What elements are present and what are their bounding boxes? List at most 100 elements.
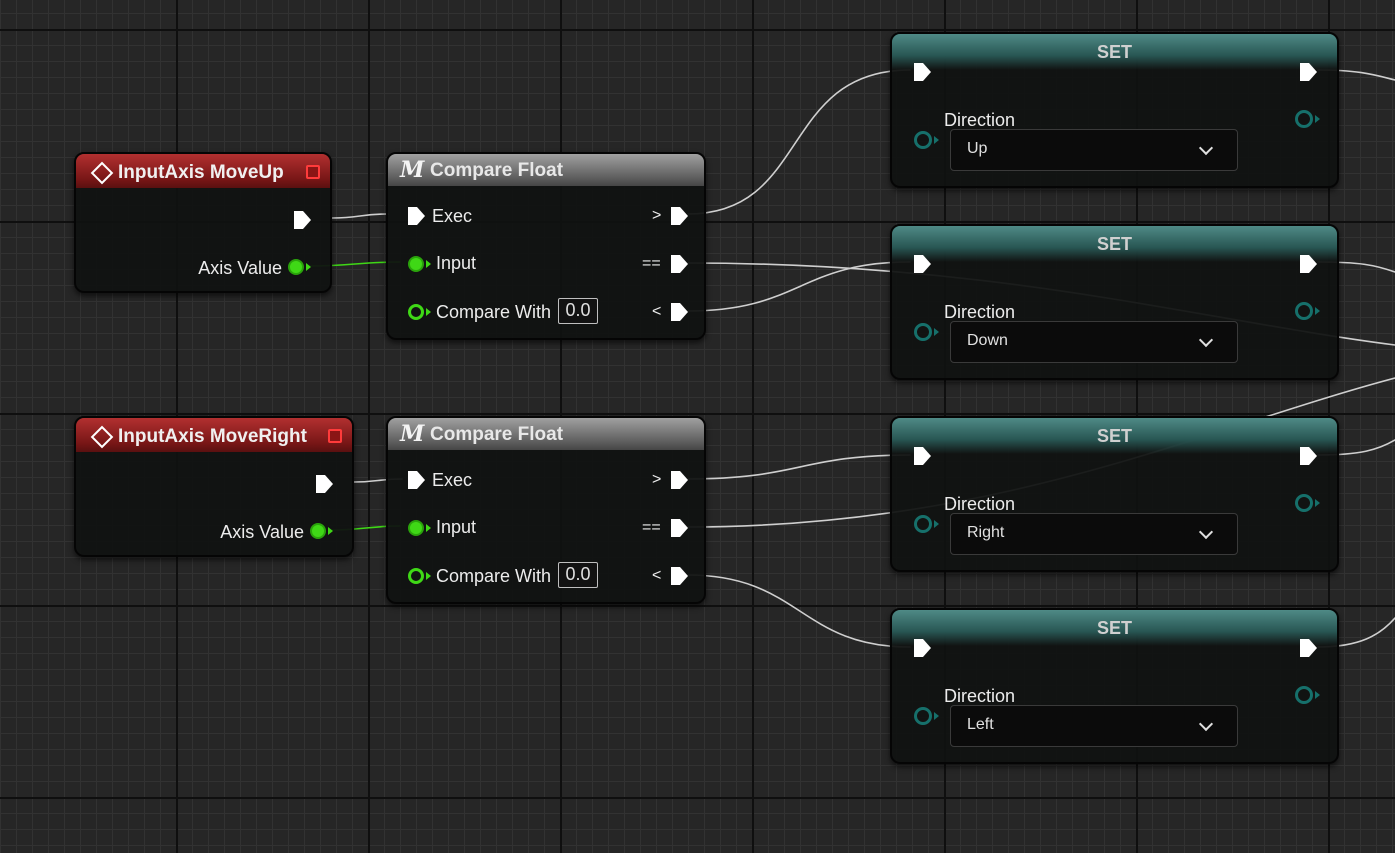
- enum-pin-icon[interactable]: [1295, 302, 1313, 320]
- compare-float-node[interactable]: M Compare Float Exec Input Compare With …: [386, 416, 706, 604]
- dropdown-value: Up: [967, 140, 988, 157]
- node-title: InputAxis MoveRight: [118, 426, 307, 447]
- float-pin-icon[interactable]: [408, 568, 424, 584]
- pin-arrow-icon: [934, 328, 939, 336]
- dropdown-value: Down: [967, 332, 1008, 349]
- equal-label: ==: [642, 255, 661, 272]
- macro-m-icon: M: [400, 157, 425, 183]
- exec-arrow-icon[interactable]: [1298, 254, 1318, 274]
- exec-arrow-icon[interactable]: [1298, 446, 1318, 466]
- float-pin-icon[interactable]: [310, 523, 326, 539]
- red-square-icon[interactable]: [306, 165, 320, 179]
- node-header: [388, 154, 704, 186]
- node-title: Compare Float: [430, 424, 564, 445]
- less-than-label: <: [652, 303, 662, 320]
- float-pin-icon[interactable]: [408, 304, 424, 320]
- exec-arrow-icon[interactable]: [669, 206, 689, 226]
- exec-arrow-icon[interactable]: [406, 470, 426, 490]
- compare-value-input[interactable]: 0.0: [558, 298, 598, 324]
- exec-arrow-icon[interactable]: [669, 302, 689, 322]
- pin-arrow-icon: [1315, 499, 1320, 507]
- compare-value-input[interactable]: 0.0: [558, 562, 598, 588]
- exec-arrow-icon[interactable]: [912, 446, 932, 466]
- pin-arrow-icon: [426, 308, 431, 316]
- exec-arrow-icon[interactable]: [669, 566, 689, 586]
- exec-arrow-icon[interactable]: [1298, 638, 1318, 658]
- exec-wire: [687, 574, 911, 648]
- exec-arrow-icon[interactable]: [669, 254, 689, 274]
- direction-dropdown[interactable]: Up: [950, 129, 1238, 171]
- dropdown-value: Left: [967, 716, 994, 733]
- exec-arrow-icon[interactable]: [406, 206, 426, 226]
- exec-wire: [687, 454, 911, 480]
- enum-pin-icon[interactable]: [1295, 494, 1313, 512]
- set-direction-node[interactable]: SET Direction Down: [890, 224, 1339, 380]
- exec-arrow-icon[interactable]: [669, 470, 689, 490]
- direction-dropdown[interactable]: Right: [950, 513, 1238, 555]
- pin-arrow-icon: [1315, 691, 1320, 699]
- set-direction-node[interactable]: SET Direction Up: [890, 32, 1339, 188]
- exec-wire: [687, 69, 911, 215]
- pin-arrow-icon: [934, 712, 939, 720]
- node-header: [76, 154, 330, 188]
- node-title: Compare Float: [430, 160, 564, 181]
- float-pin-icon[interactable]: [408, 256, 424, 272]
- greater-than-label: >: [652, 471, 662, 488]
- node-header: [892, 418, 1337, 454]
- axis-value-label: Axis Value: [220, 522, 304, 542]
- greater-than-label: >: [652, 207, 662, 224]
- input-axis-moveup-node[interactable]: InputAxis MoveUp Axis Value: [74, 152, 332, 293]
- enum-pin-icon[interactable]: [914, 707, 932, 725]
- exec-arrow-icon[interactable]: [292, 210, 312, 230]
- dropdown-value: Right: [967, 524, 1005, 541]
- pin-arrow-icon: [426, 572, 431, 580]
- enum-pin-icon[interactable]: [914, 515, 932, 533]
- node-title: SET: [1096, 42, 1132, 62]
- exec-arrow-icon[interactable]: [912, 638, 932, 658]
- node-title: InputAxis MoveUp: [118, 162, 284, 183]
- node-header: [892, 34, 1337, 70]
- less-than-label: <: [652, 567, 662, 584]
- chevron-down-icon: [1198, 332, 1214, 348]
- equal-label: ==: [642, 519, 661, 536]
- pin-arrow-icon: [934, 136, 939, 144]
- float-pin-icon[interactable]: [288, 259, 304, 275]
- chevron-down-icon: [1198, 524, 1214, 540]
- exec-arrow-icon[interactable]: [1298, 62, 1318, 82]
- pin-arrow-icon: [426, 260, 431, 268]
- axis-value-label: Axis Value: [198, 258, 282, 278]
- direction-label: Direction: [944, 494, 1016, 514]
- red-square-icon[interactable]: [328, 429, 342, 443]
- node-header: [388, 418, 704, 450]
- enum-pin-icon[interactable]: [914, 131, 932, 149]
- set-direction-node[interactable]: SET Direction Left: [890, 608, 1339, 764]
- pin-arrow-icon: [1315, 115, 1320, 123]
- input-axis-moveright-node[interactable]: InputAxis MoveRight Axis Value: [74, 416, 354, 557]
- exec-arrow-icon[interactable]: [314, 474, 334, 494]
- direction-label: Direction: [944, 686, 1016, 706]
- compare-float-node[interactable]: M Compare Float Exec Input Compare With …: [386, 152, 706, 340]
- pin-arrow-icon: [306, 263, 311, 271]
- input-label: Input: [436, 253, 477, 273]
- pin-arrow-icon: [934, 520, 939, 528]
- direction-dropdown[interactable]: Left: [950, 705, 1238, 747]
- direction-label: Direction: [944, 110, 1016, 130]
- exec-arrow-icon[interactable]: [912, 254, 932, 274]
- chevron-down-icon: [1198, 140, 1214, 156]
- input-label: Input: [436, 517, 477, 537]
- node-title: SET: [1096, 426, 1132, 446]
- macro-m-icon: M: [400, 421, 425, 447]
- exec-arrow-icon[interactable]: [669, 518, 689, 538]
- enum-pin-icon[interactable]: [914, 323, 932, 341]
- set-direction-node[interactable]: SET Direction Right: [890, 416, 1339, 572]
- float-pin-icon[interactable]: [408, 520, 424, 536]
- node-header: [892, 610, 1337, 646]
- enum-pin-icon[interactable]: [1295, 686, 1313, 704]
- node-title: SET: [1096, 618, 1132, 638]
- exec-wire: [331, 213, 389, 219]
- chevron-down-icon: [1198, 716, 1214, 732]
- exec-arrow-icon[interactable]: [912, 62, 932, 82]
- node-header: [76, 418, 352, 452]
- direction-dropdown[interactable]: Down: [950, 321, 1238, 363]
- enum-pin-icon[interactable]: [1295, 110, 1313, 128]
